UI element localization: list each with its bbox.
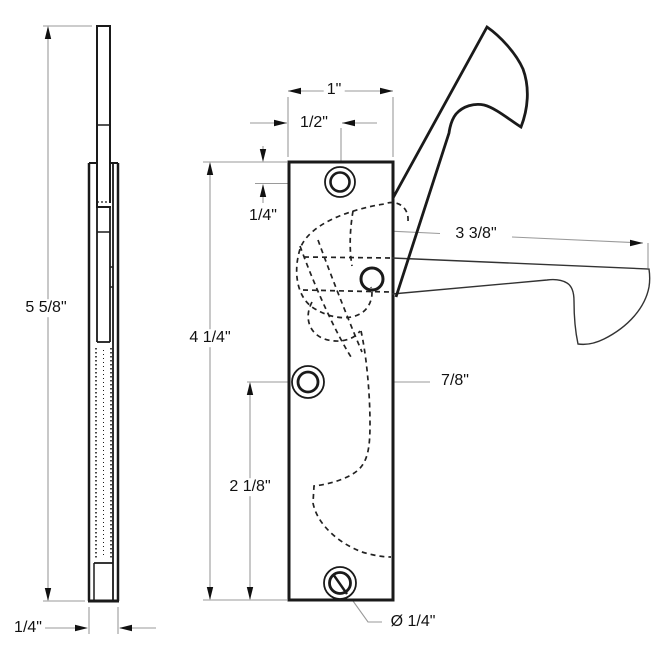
front-view [287,24,651,602]
side-view [87,25,120,603]
lever-raised-position [391,24,529,298]
dim-label-side-thickness: 1/4" [11,619,45,637]
dim-label-hole-offset-y: 1/4" [246,207,280,225]
screw-hole-bottom [323,566,357,600]
dim-label-plate-width: 1" [323,81,345,99]
dim-label-hole-to-edge: 7/8" [438,372,472,390]
faceplate [287,160,395,602]
dim-label-lever-length: 3 3/8" [452,225,500,243]
dim-label-hole-offset-x: 1/2" [297,114,331,132]
dim-label-lower-hole-span: 2 1/8" [226,478,274,496]
dim-label-side-height: 5 5/8" [22,299,70,317]
lever-extended-position [391,257,651,346]
hidden-lever-dashed [295,201,409,558]
pivot-hole [359,266,385,292]
screw-hole-middle [291,365,325,399]
dim-label-hole-diameter: Ø 1/4" [387,613,439,631]
screw-hole-top [324,166,356,198]
dim-label-plate-height: 4 1/4" [186,329,234,347]
